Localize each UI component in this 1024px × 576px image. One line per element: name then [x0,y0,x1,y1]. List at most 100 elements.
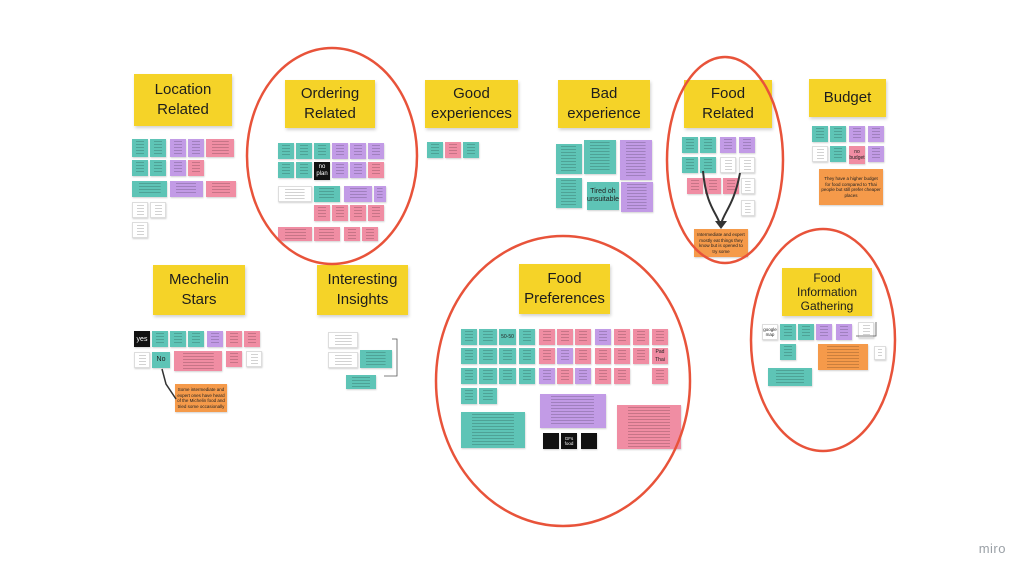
sticky-note[interactable] [374,186,386,202]
sticky-note[interactable] [150,202,166,218]
sticky-note-mechelin-summary[interactable]: Some intermediate and expert ones have h… [175,384,227,412]
sticky-note[interactable] [812,146,828,162]
sticky-note[interactable] [836,324,852,340]
sticky-note[interactable] [614,368,630,384]
sticky-note[interactable] [362,227,378,241]
sticky-note[interactable] [575,348,591,364]
header-mechelin-stars[interactable]: Mechelin Stars [153,265,245,315]
sticky-note[interactable] [780,324,796,340]
sticky-note[interactable] [539,348,555,364]
sticky-note[interactable] [188,139,204,157]
sticky-note[interactable] [150,160,166,176]
sticky-note[interactable] [575,368,591,384]
sticky-note[interactable] [350,205,366,221]
sticky-note[interactable] [152,331,168,347]
sticky-note[interactable] [614,348,630,364]
sticky-note[interactable] [584,140,616,174]
sticky-note[interactable] [463,142,479,158]
sticky-note[interactable] [461,388,477,404]
sticky-note[interactable] [278,186,312,202]
sticky-note[interactable] [798,324,814,340]
sticky-note-google-map[interactable]: google map [762,324,778,340]
sticky-note[interactable] [226,331,242,347]
sticky-note[interactable] [278,143,294,159]
sticky-note[interactable] [868,146,884,162]
sticky-note[interactable] [557,329,573,345]
sticky-note-pad-thai[interactable]: Pad Thai [652,348,668,364]
sticky-note[interactable] [620,140,652,180]
sticky-note[interactable] [720,137,736,153]
sticky-note[interactable] [226,351,242,367]
sticky-note[interactable] [687,178,703,194]
sticky-note[interactable] [479,388,497,404]
sticky-note[interactable] [479,348,497,364]
sticky-note[interactable] [499,348,516,364]
sticky-note[interactable] [344,186,372,202]
sticky-note[interactable] [874,346,886,360]
sticky-note[interactable] [368,143,384,159]
sticky-note[interactable] [132,139,148,157]
header-food-preferences[interactable]: Food Preferences [519,264,610,314]
sticky-note[interactable] [700,157,716,173]
sticky-note[interactable] [170,139,186,157]
sticky-note[interactable] [741,178,755,194]
sticky-note[interactable] [332,162,348,178]
sticky-note[interactable] [206,139,234,157]
sticky-note-fifty-fifty[interactable]: 50-50 [499,329,516,345]
sticky-note[interactable] [768,368,812,386]
sticky-note[interactable] [314,205,330,221]
sticky-note[interactable] [427,142,443,158]
sticky-note[interactable] [830,126,846,142]
sticky-note[interactable] [700,137,716,153]
sticky-note[interactable] [170,160,186,176]
sticky-note[interactable] [621,182,653,212]
sticky-note[interactable] [617,405,681,449]
sticky-note[interactable] [244,331,260,347]
sticky-note[interactable] [328,352,358,368]
sticky-note[interactable] [557,348,573,364]
sticky-note[interactable] [614,329,630,345]
sticky-note[interactable] [360,350,392,368]
sticky-note-budget-summary[interactable]: They have a higher budget for food compa… [819,169,883,205]
sticky-note[interactable] [868,126,884,142]
sticky-note-no-plan[interactable]: no plan [314,162,330,180]
sticky-note[interactable] [543,433,559,449]
sticky-note[interactable] [174,351,222,371]
sticky-note[interactable] [812,126,828,142]
sticky-note[interactable] [652,368,668,384]
sticky-note[interactable] [132,202,148,218]
sticky-note[interactable] [682,137,698,153]
header-food-related[interactable]: Food Related [684,80,772,128]
sticky-note[interactable] [556,178,582,208]
sticky-note[interactable] [132,222,148,238]
sticky-note[interactable] [581,433,597,449]
sticky-note[interactable] [723,178,739,194]
sticky-note[interactable] [278,162,294,178]
sticky-note[interactable] [461,412,525,448]
header-location-related[interactable]: Location Related [134,74,232,126]
sticky-note[interactable] [206,181,236,197]
sticky-note[interactable] [278,227,312,241]
sticky-note[interactable] [188,160,204,176]
sticky-note[interactable] [461,329,477,345]
sticky-note[interactable] [739,137,755,153]
sticky-note[interactable] [332,205,348,221]
sticky-note[interactable] [705,178,721,194]
sticky-note[interactable] [720,157,736,173]
sticky-note[interactable] [461,368,477,384]
sticky-note[interactable] [296,162,312,178]
sticky-note[interactable] [188,331,204,347]
sticky-note[interactable] [368,205,384,221]
sticky-note[interactable] [557,368,573,384]
sticky-note[interactable] [134,352,150,368]
sticky-note-tired-unsuitable[interactable]: Tired oh unsuitable [587,182,619,210]
sticky-note[interactable] [539,329,555,345]
sticky-note-no-budget[interactable]: no budget [849,146,865,164]
sticky-note[interactable] [461,348,477,364]
sticky-note[interactable] [595,368,611,384]
header-food-information-gathering[interactable]: Food Information Gathering [782,268,872,316]
sticky-note[interactable] [132,160,148,176]
sticky-note[interactable] [296,143,312,159]
sticky-note[interactable] [368,162,384,178]
